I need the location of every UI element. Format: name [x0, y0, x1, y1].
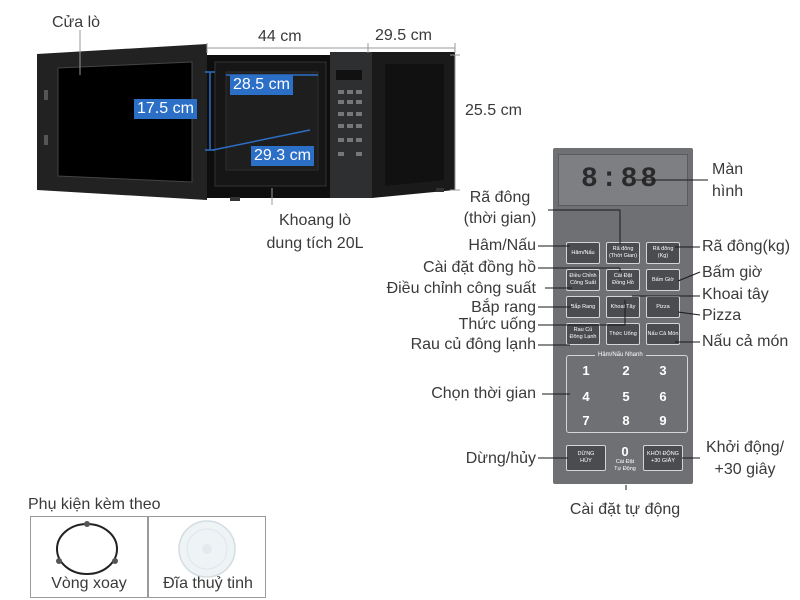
callout-bap-rang: Bắp rang [471, 299, 536, 316]
door-label: Cửa lò [52, 14, 101, 31]
callout-ra-dong-line2: (thời gian) [463, 210, 537, 227]
accessory-label-dia-thuy-tinh: Đĩa thuỷ tinh [163, 575, 253, 592]
callout-chon-thoi-gian: Chọn thời gian [431, 385, 536, 402]
bam-gio-button[interactable]: Bấm Giờ [646, 269, 680, 291]
keypad-0[interactable]: 0 [621, 444, 629, 459]
thuc-uong-button[interactable]: Thức Uống [606, 323, 640, 345]
width-dimension: 44 cm [258, 28, 302, 45]
capacity-label-line1: Khoang lò [278, 212, 352, 229]
callout-bam-gio: Bấm giờ [702, 264, 763, 281]
callout-khoai-tay: Khoai tây [702, 286, 769, 303]
callout-ra-dong-line1: Rã đông [469, 189, 531, 206]
depth-dimension: 29.5 cm [375, 27, 432, 44]
callout-pizza: Pizza [702, 307, 742, 324]
callout-rau-cu-dong-lanh: Rau củ đông lạnh [410, 336, 536, 353]
callout-dung-huy: Dừng/hủy [465, 450, 536, 467]
ra-dong-thoi-gian-button[interactable]: Rã đông (Thời Gian) [606, 242, 640, 264]
keypad-2[interactable]: 2 [622, 363, 630, 378]
keypad-4[interactable]: 4 [582, 389, 590, 404]
rau-cu-dong-lanh-button[interactable]: Rau Củ Đông Lạnh [566, 323, 600, 345]
glass-plate-icon [178, 520, 236, 578]
ham-nau-button[interactable]: Hâm/Nấu [566, 242, 600, 264]
keypad-5[interactable]: 5 [622, 389, 630, 404]
keypad-1[interactable]: 1 [582, 363, 590, 378]
roller-ring-icon [56, 521, 118, 575]
khoi-dong-button[interactable]: KHỞI ĐỘNG +30 GIÂY [643, 445, 683, 471]
height-dimension: 25.5 cm [465, 102, 522, 119]
keypad-3[interactable]: 3 [659, 363, 667, 378]
callout-dieu-chinh-cong-suat: Điều chỉnh công suất [386, 280, 536, 297]
dung-huy-button[interactable]: DỪNG HỦY [566, 445, 606, 471]
cavity-width-tag: 28.5 cm [230, 75, 293, 95]
display-label-line2: hình [712, 183, 744, 200]
keypad-title: Hâm/Nấu Nhanh [595, 351, 646, 359]
ra-dong-kg-button[interactable]: Rã đông (Kg) [646, 242, 680, 264]
accessory-label-vong-xoay: Vòng xoay [51, 575, 127, 592]
callout-nau-ca-mon: Nấu cả món [702, 333, 789, 350]
keypad-7[interactable]: 7 [582, 413, 590, 428]
callout-ra-dong-kg: Rã đông(kg) [702, 238, 791, 255]
cai-dat-dong-ho-button[interactable]: Cài Đặt Đồng Hồ [606, 269, 640, 291]
callout-cai-dat-dong-ho: Cài đặt đồng hồ [423, 259, 536, 276]
capacity-label-line2: dung tích 20L [266, 235, 364, 252]
callout-khoi-dong-line2: +30 giây [714, 461, 776, 478]
keypad-9[interactable]: 9 [659, 413, 667, 428]
dieu-chinh-cong-suat-button[interactable]: Điều Chỉnh Công Suất [566, 269, 600, 291]
keypad-8[interactable]: 8 [622, 413, 630, 428]
cavity-height-tag: 17.5 cm [134, 99, 197, 119]
callout-ham-nau: Hâm/Nấu [468, 237, 536, 254]
khoai-tay-button[interactable]: Khoai Tây [606, 296, 640, 318]
nau-ca-mon-button[interactable]: Nấu Cả Món [646, 323, 680, 345]
display-label-line1: Màn [712, 161, 744, 178]
callout-cai-dat-tu-dong: Cài đặt tự động [569, 501, 681, 518]
control-panel: 8:88 Hâm/Nấu Rã đông (Thời Gian) Rã đông… [553, 148, 693, 484]
keypad-6[interactable]: 6 [659, 389, 667, 404]
callout-thuc-uong: Thức uống [458, 316, 536, 333]
accessories-title: Phụ kiện kèm theo [28, 496, 161, 513]
auto-setting-sublabel: Cài Đặt Tự Động [614, 459, 636, 472]
cavity-depth-tag: 29.3 cm [251, 146, 314, 166]
accessory-roller-ring: Vòng xoay [30, 516, 148, 598]
callout-khoi-dong-line1: Khởi động/ [705, 439, 785, 456]
accessory-glass-plate: Đĩa thuỷ tinh [148, 516, 266, 598]
